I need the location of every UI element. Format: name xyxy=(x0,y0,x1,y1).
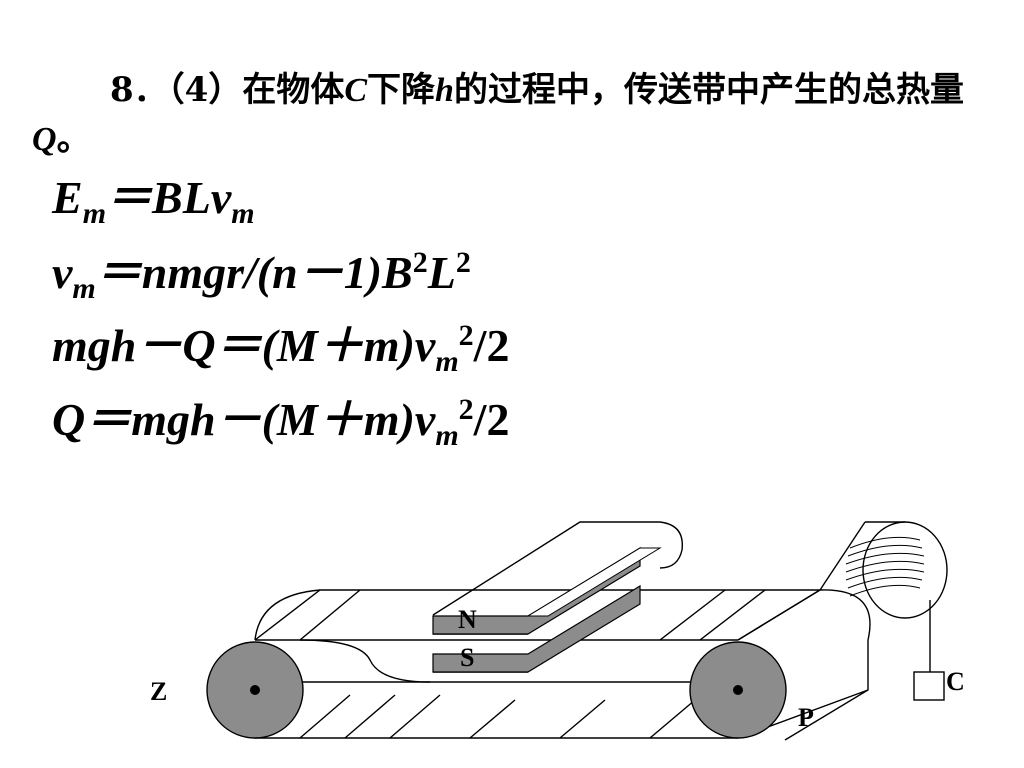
roller-z-axle xyxy=(250,685,260,695)
drum-winding xyxy=(845,536,925,597)
eq4-lhs: Q＝mgh－(M＋m)v xyxy=(52,394,436,445)
problem-end: 。 xyxy=(56,119,91,159)
var-c: C xyxy=(344,72,368,109)
problem-part: （4）在物体 xyxy=(167,70,345,110)
eq1-v: v xyxy=(210,172,232,223)
problem-number: 8． xyxy=(110,70,168,110)
equation-energy: mgh－Q＝(M＋m)vm2/2 xyxy=(52,318,510,377)
equation-heat: Q＝mgh－(M＋m)vm2/2 xyxy=(52,392,510,451)
block-c xyxy=(913,671,945,701)
var-q: Q xyxy=(32,121,57,158)
label-p: P xyxy=(798,703,814,732)
eq2-sub: m xyxy=(72,272,96,305)
eq2-v: v xyxy=(52,247,73,298)
label-c: C xyxy=(946,667,965,696)
eq1-sub2: m xyxy=(231,197,255,230)
eq1-e: E xyxy=(52,172,83,223)
eq2-rhs: ＝nmgr/(n－1)B xyxy=(95,247,413,298)
label-s: S xyxy=(460,643,474,672)
var-h: h xyxy=(435,72,454,109)
drum-end xyxy=(862,521,948,619)
eq4-sup: 2 xyxy=(458,393,474,426)
magnet-south-arm xyxy=(432,584,641,673)
eq2-l: L xyxy=(427,247,456,298)
eq3-tail: /2 xyxy=(473,320,510,371)
eq3-lhs: mgh－Q＝(M＋m)v xyxy=(52,320,436,371)
eq1-sub: m xyxy=(82,197,107,230)
label-n: N xyxy=(458,605,477,634)
eq4-tail: /2 xyxy=(473,394,510,445)
eq1-rhs: ＝BL xyxy=(106,172,211,223)
roller-p-axle xyxy=(733,685,743,695)
far-right-roller-edge xyxy=(784,589,871,741)
equation-emf: Em＝BLvm xyxy=(52,170,255,229)
far-left-roller-edge xyxy=(254,589,321,641)
eq2-sup2: 2 xyxy=(455,246,471,279)
magnet-bend xyxy=(659,521,684,569)
eq3-sub: m xyxy=(435,345,459,378)
magnet-outline-top xyxy=(432,521,660,616)
eq4-sub: m xyxy=(435,419,459,452)
problem-text-1: 下降 xyxy=(367,70,436,110)
eq3-sup: 2 xyxy=(458,319,474,352)
problem-statement: 8．（4）在物体C下降h的过程中，传送带中产生的总热量 Q。 xyxy=(32,66,972,164)
equation-vmax: vm＝nmgr/(n－1)B2L2 xyxy=(52,245,471,304)
eq2-sup1: 2 xyxy=(412,246,428,279)
problem-text-2: 的过程中，传送带中产生的总热量 xyxy=(453,70,964,110)
label-z: Z xyxy=(150,677,167,706)
